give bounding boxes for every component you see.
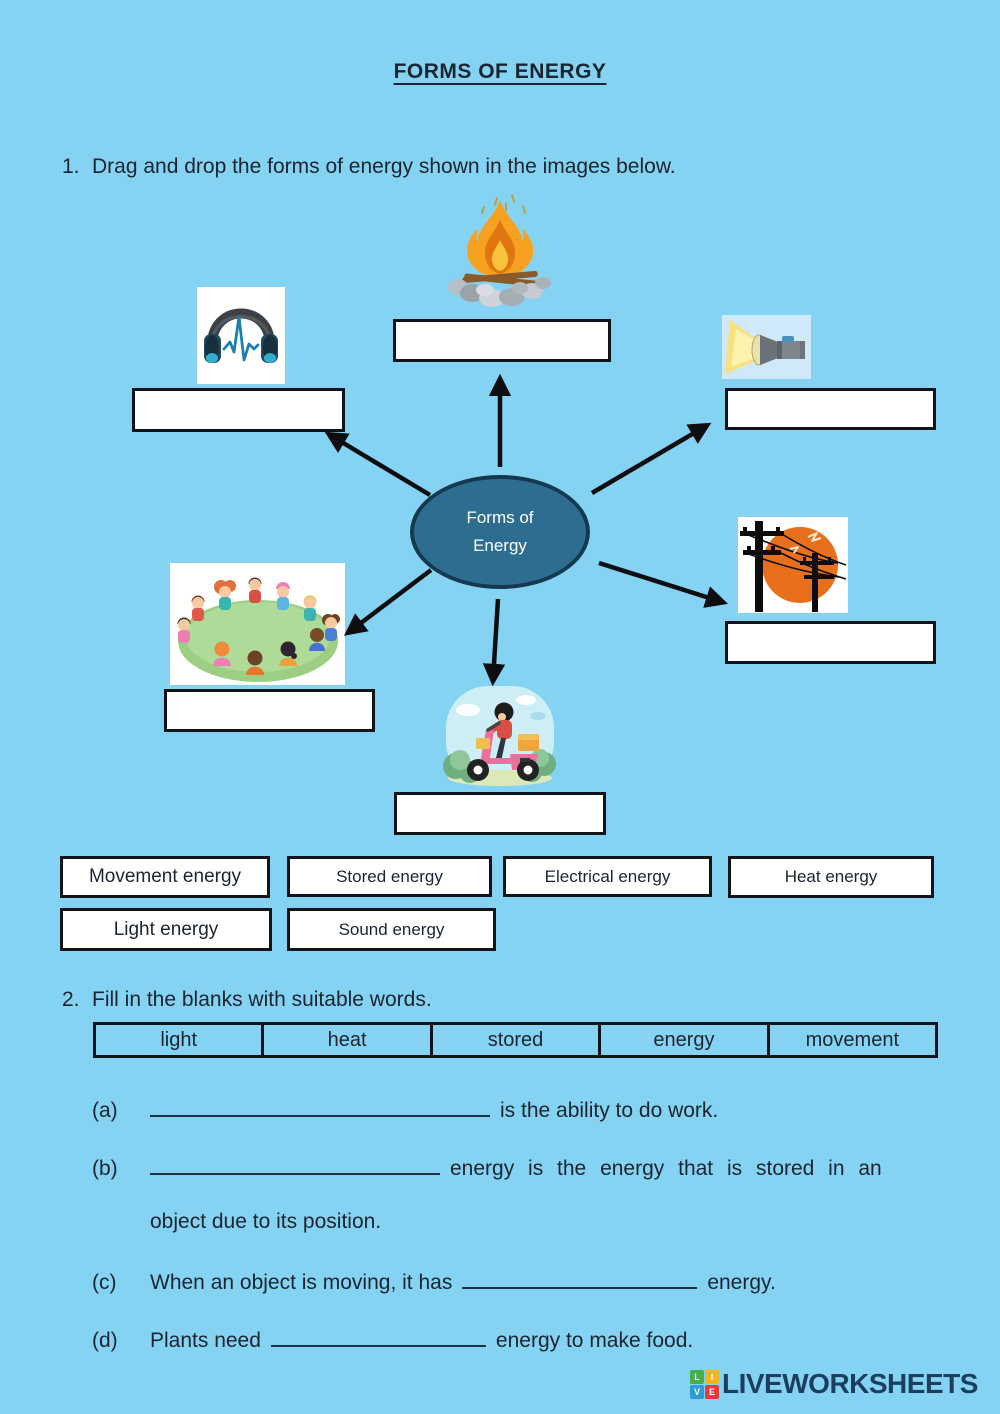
word-bank-light: light [96, 1025, 265, 1055]
question-2-text: Fill in the blanks with suitable words. [92, 988, 432, 1011]
option-sound-energy[interactable]: Sound energy [287, 908, 496, 951]
logo-square-e: E [705, 1384, 719, 1399]
logo-square-i: I [705, 1369, 719, 1384]
word-bank-stored: stored [433, 1025, 602, 1055]
drop-box-power-lines[interactable] [725, 621, 936, 664]
fill-item-d-before: Plants need [150, 1329, 261, 1352]
word-bank-movement: movement [805, 1028, 900, 1051]
drop-box-flashlight[interactable] [725, 388, 936, 430]
power-lines-illustration [738, 517, 848, 613]
fill-item-b-text: energy is the energy that is stored in a… [450, 1157, 882, 1180]
fill-blank-c[interactable] [462, 1266, 698, 1289]
scooter-icon [443, 686, 556, 786]
fill-item-a: (a) is the ability to do work. [92, 1094, 718, 1123]
drop-box-scooter[interactable] [394, 792, 606, 835]
logo-square-v: V [690, 1384, 704, 1399]
drop-box-headphones[interactable] [132, 388, 345, 432]
option-light-energy[interactable]: Light energy [60, 908, 272, 951]
headphones-icon [204, 308, 278, 363]
flashlight-icon [725, 320, 805, 374]
headphones-illustration [197, 287, 285, 384]
option-electrical-energy[interactable]: Electrical energy [503, 856, 712, 897]
option-heat-energy[interactable]: Heat energy [728, 856, 934, 898]
fill-item-a-label: (a) [92, 1099, 118, 1122]
question-1: 1. Drag and drop the forms of energy sho… [62, 155, 676, 179]
fill-item-c-text: energy. [707, 1271, 776, 1294]
liveworksheets-brand-text: LIVEWORKSHEETS [722, 1368, 978, 1399]
children-circle-illustration [170, 563, 345, 685]
center-bubble-line2: Energy [473, 536, 527, 555]
fill-item-c-before: When an object is moving, it has [150, 1271, 453, 1294]
fill-blank-a[interactable] [150, 1094, 490, 1117]
fill-item-b-label: (b) [92, 1157, 118, 1180]
question-1-number: 1. [62, 155, 80, 178]
liveworksheets-logo: L I V E LIVEWORKSHEETS [690, 1368, 978, 1400]
word-bank-energy: energy [601, 1025, 770, 1055]
fill-item-c: (c) When an object is moving, it has ene… [92, 1266, 776, 1295]
question-2: 2. Fill in the blanks with suitable word… [62, 988, 432, 1012]
fill-blank-d[interactable] [270, 1324, 486, 1347]
power-lines-icon [740, 521, 847, 612]
fill-item-d-text: energy to make food. [495, 1329, 694, 1352]
logo-square-l: L [690, 1369, 704, 1384]
option-movement-energy[interactable]: Movement energy [60, 856, 270, 898]
word-bank-table: light heat stored energy movement [93, 1022, 938, 1058]
fill-item-d-label: (d) [92, 1329, 118, 1352]
fill-item-c-label: (c) [92, 1271, 117, 1294]
campfire-icon [448, 194, 551, 307]
center-bubble-line1: Forms of [466, 508, 534, 527]
fill-item-a-text: is the ability to do work. [500, 1099, 719, 1122]
scooter-illustration [440, 678, 560, 790]
drop-box-campfire[interactable] [393, 319, 611, 362]
fill-blank-b[interactable] [150, 1152, 440, 1175]
campfire-illustration [440, 192, 560, 312]
children-circle-icon [177, 577, 340, 682]
flashlight-illustration [722, 315, 811, 379]
question-1-text: Drag and drop the forms of energy shown … [92, 155, 676, 178]
liveworksheets-logo-squares: L I V E [690, 1369, 719, 1399]
drop-box-children[interactable] [164, 689, 375, 732]
center-bubble: Forms of Energy [410, 475, 590, 589]
word-bank-heat: heat [264, 1025, 433, 1055]
question-2-number: 2. [62, 988, 80, 1011]
fill-item-b-continuation: object due to its position. [150, 1210, 382, 1233]
fill-item-d: (d) Plants need energy to make food. [92, 1324, 693, 1353]
page-title: FORMS OF ENERGY [393, 60, 607, 83]
fill-item-b: (b) energy is the energy that is stored … [92, 1152, 882, 1181]
option-stored-energy[interactable]: Stored energy [287, 856, 492, 897]
